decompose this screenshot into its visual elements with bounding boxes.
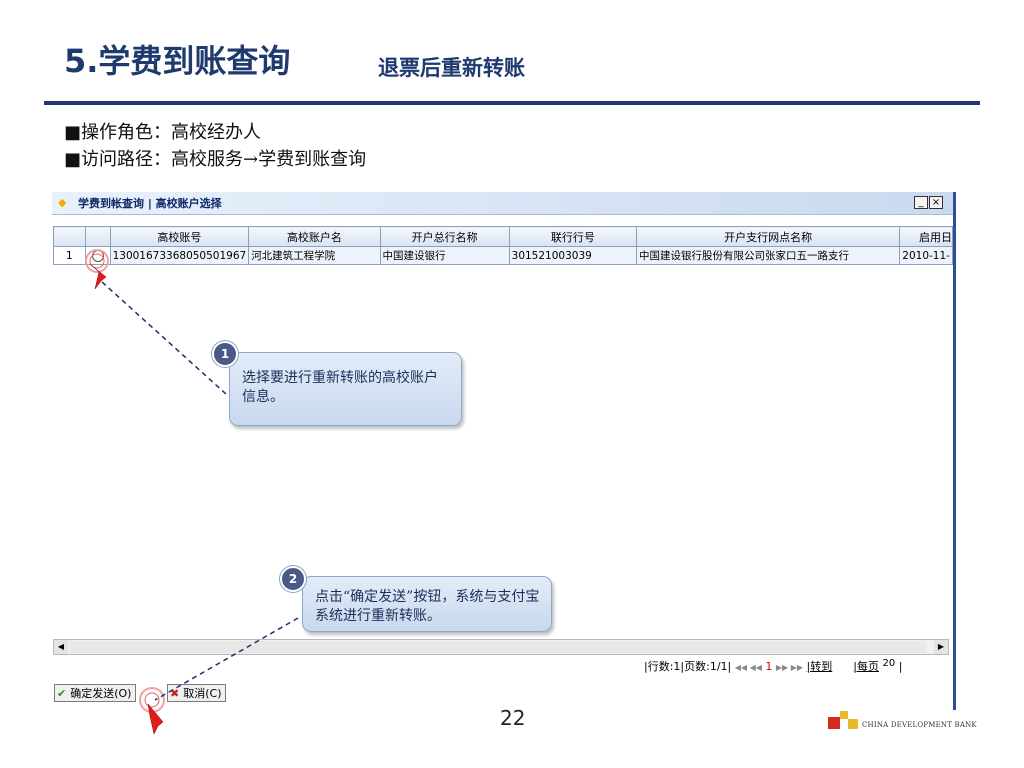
confirm-send-label: 确定发送(O) <box>70 687 132 700</box>
bank-logo <box>828 711 858 729</box>
cell-account-name: 河北建筑工程学院 <box>248 246 381 265</box>
current-page: 1 <box>765 660 773 673</box>
per-page-value[interactable]: 20 <box>882 658 896 669</box>
column-header[interactable]: 开户总行名称 <box>379 226 510 247</box>
pagination-bar: |行数:1|页数:1/1| ◀◀ ◀◀ 1 ▶▶ ▶▶ |转到 |每页 20 | <box>644 658 902 674</box>
column-header <box>84 226 111 247</box>
scroll-left-icon[interactable]: ◀ <box>54 640 68 654</box>
column-header <box>53 226 86 247</box>
row-select-radio[interactable] <box>84 246 111 265</box>
column-header[interactable]: 高校账户名 <box>248 226 381 247</box>
step-badge: 1 <box>212 341 238 367</box>
page-number: 22 <box>500 706 526 730</box>
app-window: ◆ 学费到帐查询 | 高校账户选择 _ × 高校账号 高校账户名 开户总行名称 … <box>52 192 956 710</box>
column-header[interactable]: 高校账号 <box>109 226 250 247</box>
next-last-page-icon[interactable]: ▶▶ ▶▶ <box>775 663 804 672</box>
step-badge: 2 <box>280 566 306 592</box>
cell-head-bank: 中国建设银行 <box>379 246 510 265</box>
cross-icon: ✖ <box>170 687 180 700</box>
bank-logo-text: CHINA DEVELOPMENT BANK <box>862 721 977 729</box>
callout-text: 选择要进行重新转账的高校账户信息。 <box>242 370 438 405</box>
slide-subtitle: 退票后重新转账 <box>378 56 525 80</box>
radio-icon[interactable] <box>91 249 104 262</box>
first-prev-page-icon[interactable]: ◀◀ ◀◀ <box>734 663 762 672</box>
bullet-path: ■访问路径：高校服务→学费到账查询 <box>64 149 367 170</box>
title-divider <box>44 101 980 105</box>
row-number: 1 <box>53 246 86 265</box>
account-table: 高校账号 高校账户名 开户总行名称 联行行号 开户支行网点名称 启用日 1 13… <box>53 226 953 265</box>
column-header[interactable]: 联行行号 <box>508 226 638 247</box>
callout-step-1: 选择要进行重新转账的高校账户信息。 <box>229 352 462 426</box>
per-page-label[interactable]: |每页 <box>853 660 879 673</box>
pager-summary: |行数:1|页数:1/1| <box>644 660 732 673</box>
window-title: 学费到帐查询 | 高校账户选择 <box>78 197 222 210</box>
check-icon: ✔ <box>57 687 67 700</box>
slide-title: 5.学费到账查询 <box>64 42 291 80</box>
window-titlebar: ◆ 学费到帐查询 | 高校账户选择 _ × <box>52 192 953 215</box>
confirm-send-button[interactable]: ✔确定发送(O) <box>54 684 137 702</box>
diamond-icon: ◆ <box>58 196 67 209</box>
cell-account-number: 13001673368050501967 <box>109 246 250 265</box>
scroll-thumb[interactable] <box>70 641 926 653</box>
callout-step-2: 点击“确定发送”按钮，系统与支付宝系统进行重新转账。 <box>302 576 552 632</box>
cell-branch-name: 中国建设银行股份有限公司张家口五一路支行 <box>636 246 901 265</box>
cancel-button[interactable]: ✖取消(C) <box>167 684 227 702</box>
table-header-row: 高校账号 高校账户名 开户总行名称 联行行号 开户支行网点名称 启用日 <box>53 226 953 247</box>
bullet-role: ■操作角色：高校经办人 <box>64 122 262 143</box>
cell-bank-code: 301521003039 <box>508 246 638 265</box>
minimize-button[interactable]: _ <box>914 196 928 209</box>
cell-start-date: 2010-11- <box>899 246 953 265</box>
goto-page-link[interactable]: |转到 <box>806 660 833 673</box>
scroll-right-icon[interactable]: ▶ <box>934 640 948 654</box>
cancel-label: 取消(C) <box>183 687 222 700</box>
column-header[interactable]: 启用日 <box>899 226 953 247</box>
table-row[interactable]: 1 13001673368050501967 河北建筑工程学院 中国建设银行 3… <box>53 246 953 265</box>
close-button[interactable]: × <box>929 196 943 209</box>
horizontal-scrollbar[interactable]: ◀ ▶ <box>53 639 949 655</box>
pager-end: | <box>898 660 903 673</box>
callout-text: 点击“确定发送”按钮，系统与支付宝系统进行重新转账。 <box>315 589 540 624</box>
column-header[interactable]: 开户支行网点名称 <box>636 226 901 247</box>
